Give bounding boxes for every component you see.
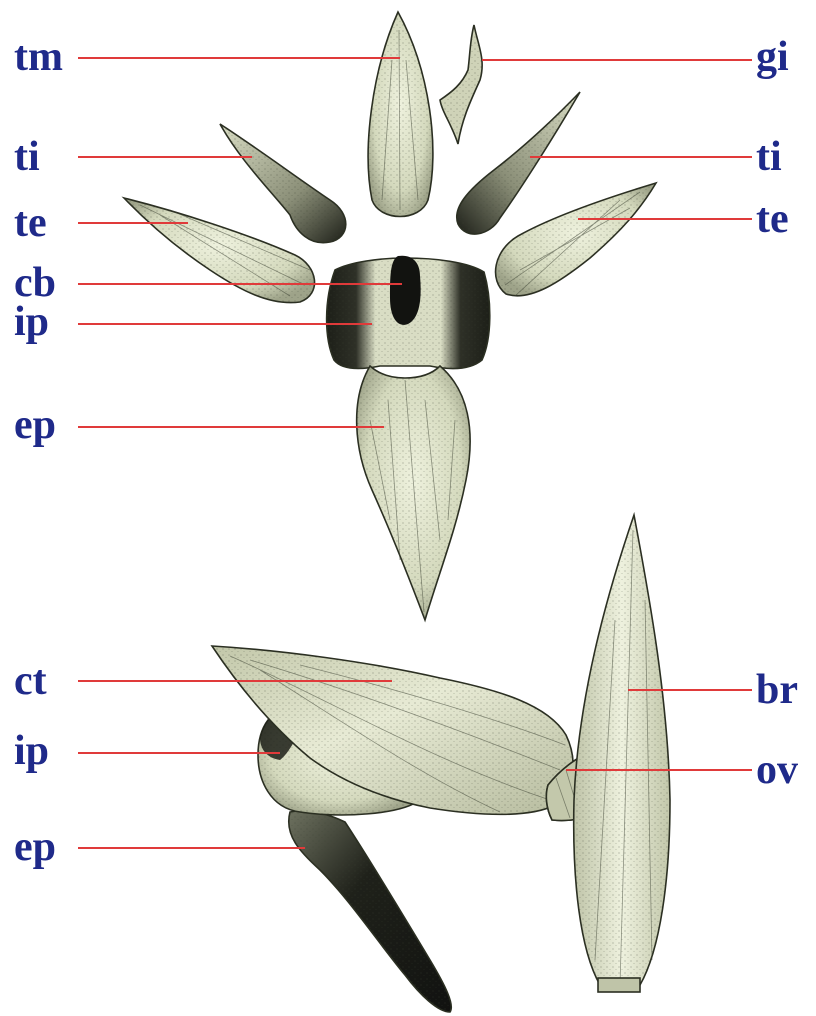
label-ov: ov: [756, 747, 798, 793]
bract: [574, 515, 670, 992]
label-ip-top: ip: [14, 299, 49, 345]
label-ti-right: ti: [756, 134, 782, 180]
label-gi: gi: [756, 34, 789, 80]
label-te-right: te: [756, 196, 789, 242]
label-ip-bottom: ip: [14, 728, 49, 774]
inner-tepal-right: [457, 92, 580, 234]
epichile-top: [357, 366, 470, 620]
label-tm: tm: [14, 34, 63, 80]
label-br: br: [756, 667, 798, 713]
outer-tepal-right: [496, 183, 656, 296]
dorsal-tepal: [368, 12, 433, 217]
label-ct: ct: [14, 658, 47, 704]
gynostemium: [440, 25, 482, 144]
outer-tepal-left: [124, 198, 315, 303]
callus-basal: [390, 256, 421, 325]
label-ep-bottom: ep: [14, 824, 56, 870]
label-te-left: te: [14, 200, 47, 246]
inner-tepal-left: [220, 124, 346, 243]
label-ep-top: ep: [14, 402, 56, 448]
epichile-bottom: [289, 811, 452, 1012]
label-ti-left: ti: [14, 134, 40, 180]
